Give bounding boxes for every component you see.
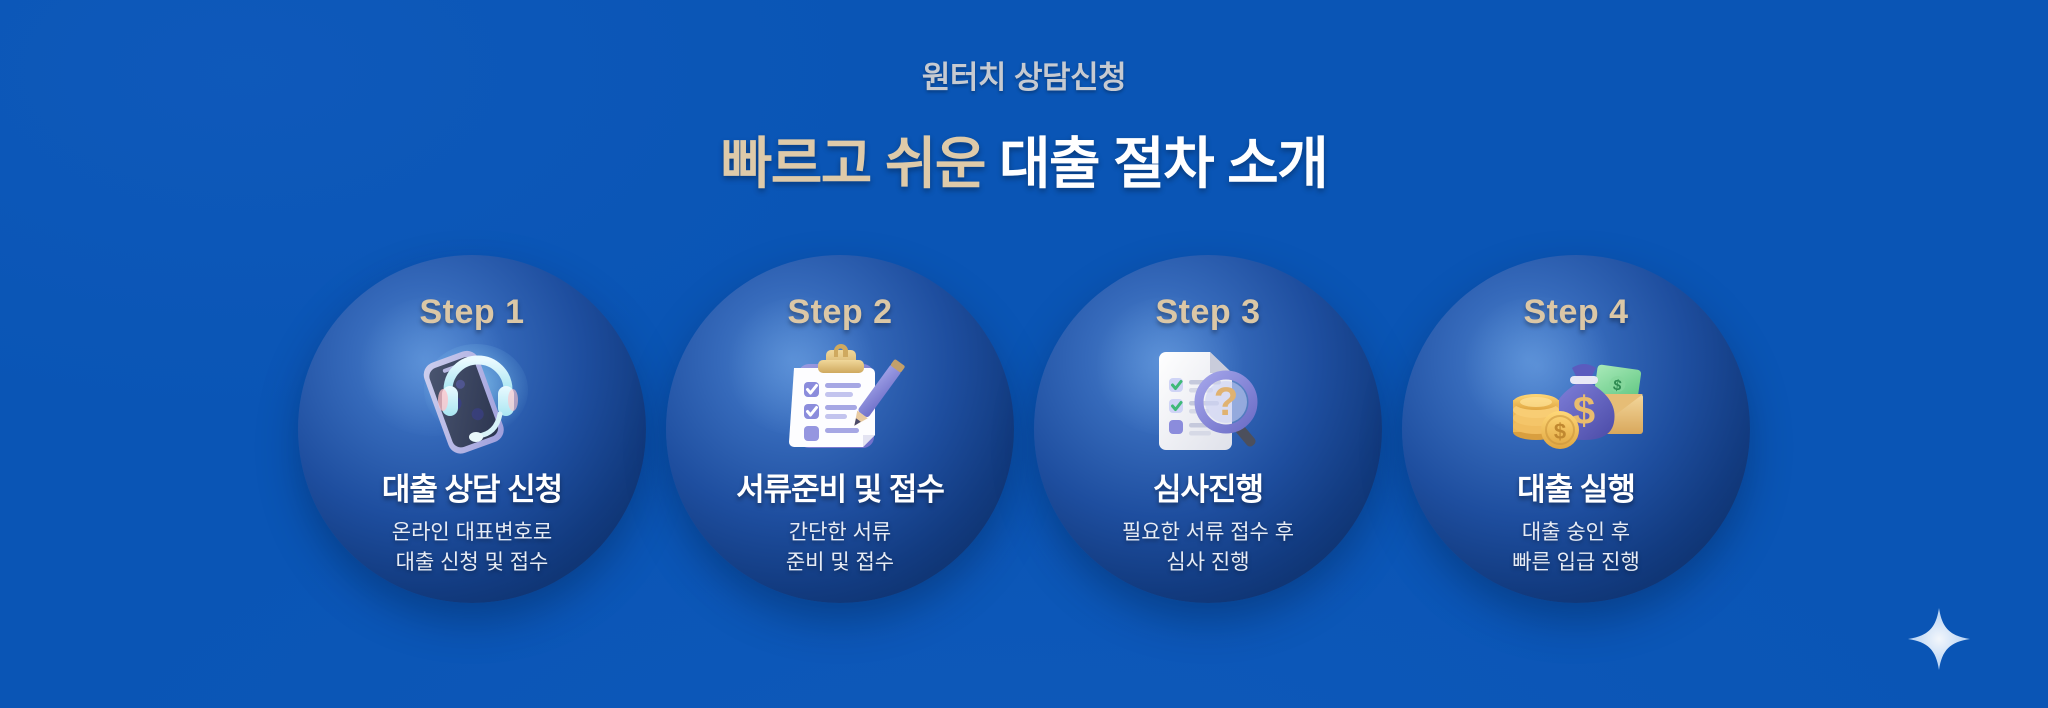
step-title: 대출 상담 신청: [381, 472, 563, 507]
headline-accent: 빠르고 쉬운: [720, 132, 987, 195]
clipboard-pencil-icon: [772, 338, 908, 456]
svg-text:?: ?: [1214, 380, 1238, 424]
money-bag-cash-icon: $ $: [1508, 338, 1644, 456]
step-description: 온라인 대표변호로 대출 신청 및 접수: [391, 521, 553, 574]
step-label: Step 1: [419, 293, 525, 331]
step-title: 심사진행: [1152, 472, 1264, 507]
step-label: Step 2: [787, 293, 893, 331]
step-label: Step 4: [1523, 293, 1629, 331]
document-magnifier-icon: ?: [1140, 338, 1276, 456]
step-card-4[interactable]: Step 4: [1402, 255, 1750, 603]
sparkle-icon: [1908, 608, 1970, 670]
step-title: 대출 실행: [1517, 472, 1636, 507]
page-title: 빠르고 쉬운 대출 절차 소개: [0, 119, 2048, 200]
step-description: 필요한 서류 접수 후 심사 진행: [1121, 521, 1295, 574]
step-title: 서류준비 및 접수: [736, 472, 945, 507]
svg-text:$: $: [1554, 419, 1566, 444]
header: 원터치 상담신청 빠르고 쉬운 대출 절차 소개: [0, 52, 2048, 200]
step-description: 대출 숭인 후 빠른 입급 진행: [1512, 521, 1640, 574]
step-card-2[interactable]: Step 2: [666, 255, 1014, 603]
eyebrow-text: 원터치 상담신청: [921, 60, 1127, 95]
phone-headset-icon: [404, 338, 540, 456]
step-card-1[interactable]: Step 1: [298, 255, 646, 603]
step-description: 간단한 서류 준비 및 접수: [785, 521, 895, 574]
step-card-3[interactable]: Step 3: [1034, 255, 1382, 603]
headline-main: 대출 절차 소개: [998, 132, 1329, 195]
steps-container: Step 1: [0, 255, 2048, 603]
step-label: Step 3: [1155, 293, 1261, 331]
